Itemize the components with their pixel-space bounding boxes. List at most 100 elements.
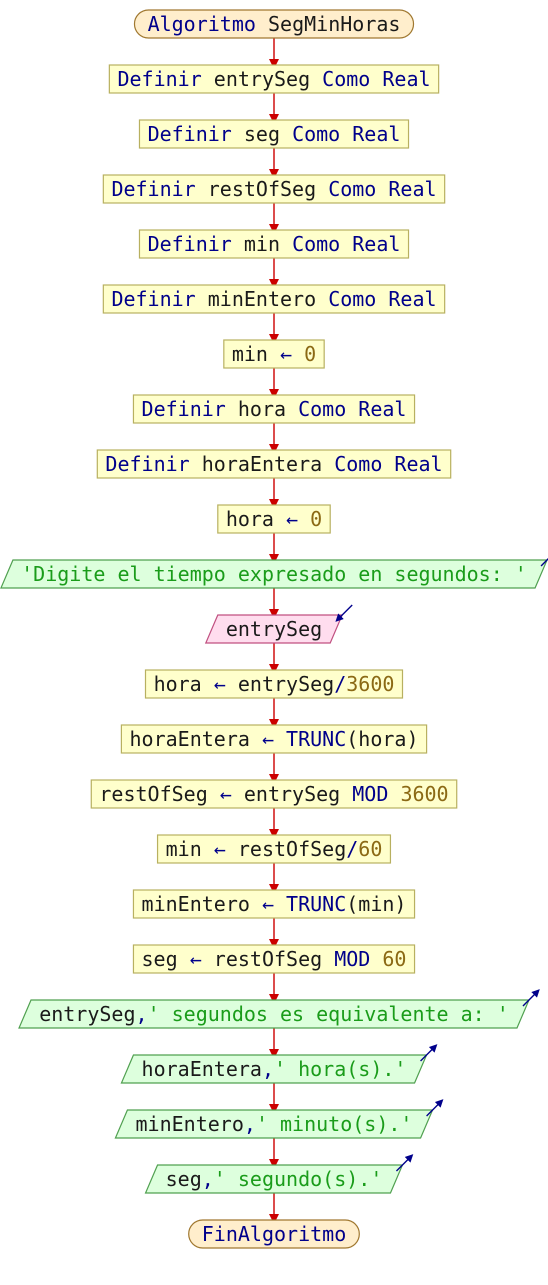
node-token: min <box>232 342 280 366</box>
node-token: ' hora(s).' <box>274 1057 406 1081</box>
node-token: hora <box>154 672 214 696</box>
flow-node-process: Definir restOfSeg Como Real <box>102 174 446 204</box>
node-token: seg <box>142 947 190 971</box>
flow-node-process: Definir min Como Real <box>138 229 410 259</box>
flow-node-process: Definir hora Como Real <box>132 394 416 424</box>
flow-node-process: hora ← 0 <box>217 504 331 534</box>
flow-node-output: minEntero,' minuto(s).' <box>114 1099 444 1139</box>
flow-node-process: hora ← entrySeg/3600 <box>144 669 404 699</box>
node-shape <box>120 724 428 754</box>
node-shape <box>144 1164 404 1194</box>
node-token: minEntero <box>208 287 328 311</box>
output-arrow-icon <box>420 1044 438 1062</box>
node-shape <box>18 999 530 1029</box>
node-token: (hora) <box>346 727 418 751</box>
node-token: SegMinHoras <box>268 12 400 36</box>
flow-node-process: restOfSeg ← entrySeg MOD 3600 <box>90 779 458 809</box>
node-label: Definir restOfSeg Como Real <box>111 177 436 201</box>
node-shape <box>90 779 458 809</box>
node-token: 60 <box>382 947 406 971</box>
node-shape <box>132 944 416 974</box>
node-token: 3600 <box>400 782 448 806</box>
node-label: FinAlgoritmo <box>202 1222 347 1246</box>
node-label: restOfSeg ← entrySeg MOD 3600 <box>99 782 448 806</box>
node-label: seg,' segundo(s).' <box>166 1167 383 1191</box>
node-label: Algoritmo SegMinHoras <box>148 12 401 36</box>
node-token: minEntero <box>136 1112 244 1136</box>
node-token: ← TRUNC <box>262 892 346 916</box>
node-token: seg <box>166 1167 202 1191</box>
node-label: horaEntera,' hora(s).' <box>142 1057 407 1081</box>
node-shape <box>204 614 344 644</box>
output-arrow-icon <box>395 1154 414 1172</box>
node-token: restOfSeg <box>214 947 334 971</box>
node-token: min <box>166 837 214 861</box>
flow-node-process: min ← 0 <box>223 339 325 369</box>
node-token: Definir <box>142 397 238 421</box>
node-label: min ← 0 <box>232 342 316 366</box>
node-token: min <box>244 232 292 256</box>
node-token: minEntero <box>142 892 262 916</box>
node-token: / <box>334 672 346 696</box>
node-token: 0 <box>310 507 322 531</box>
node-token: hora <box>226 507 286 531</box>
node-shape <box>138 229 410 259</box>
flow-node-process: seg ← restOfSeg MOD 60 <box>132 944 416 974</box>
node-shape <box>217 504 331 534</box>
node-shape <box>138 119 410 149</box>
node-token: ← <box>214 837 238 861</box>
flow-node-process: horaEntera ← TRUNC(hora) <box>120 724 428 754</box>
node-shape <box>0 559 548 589</box>
node-token: restOfSeg <box>238 837 346 861</box>
node-token: Como Real <box>298 397 406 421</box>
node-token: / <box>346 837 358 861</box>
flow-node-output: entrySeg,' segundos es equivalente a: ' <box>18 989 540 1029</box>
node-token: Definir <box>111 177 207 201</box>
node-label: hora ← entrySeg/3600 <box>154 672 395 696</box>
node-token: 3600 <box>346 672 394 696</box>
node-token: ← <box>220 782 244 806</box>
node-token: Como Real <box>292 122 400 146</box>
node-token: Definir <box>111 287 207 311</box>
node-token: entrySeg <box>214 67 322 91</box>
node-token: ' segundo(s).' <box>214 1167 383 1191</box>
flow-node-output: 'Digite el tiempo expresado en segundos:… <box>0 558 548 589</box>
flow-node-process: Definir seg Como Real <box>138 119 410 149</box>
node-token: , <box>262 1057 274 1081</box>
output-arrow-icon <box>426 1099 444 1117</box>
flow-node-process: min ← restOfSeg/60 <box>156 834 392 864</box>
node-token: restOfSeg <box>208 177 328 201</box>
node-shape <box>102 174 446 204</box>
node-token: Definir <box>148 232 244 256</box>
node-token: entrySeg <box>244 782 352 806</box>
node-token: seg <box>244 122 292 146</box>
node-token: ' segundos es equivalente a: ' <box>148 1002 509 1026</box>
node-label: entrySeg,' segundos es equivalente a: ' <box>39 1002 509 1026</box>
node-label: Definir hora Como Real <box>142 397 407 421</box>
node-shape <box>120 1054 428 1084</box>
node-token: 'Digite el tiempo expresado en segundos:… <box>21 562 527 586</box>
node-token: , <box>244 1112 256 1136</box>
node-token: Como Real <box>328 177 436 201</box>
node-label: Definir min Como Real <box>148 232 401 256</box>
node-label: entrySeg <box>226 617 322 641</box>
node-token: restOfSeg <box>99 782 219 806</box>
node-label: seg ← restOfSeg MOD 60 <box>142 947 407 971</box>
node-label: hora ← 0 <box>226 507 322 531</box>
node-label: 'Digite el tiempo expresado en segundos:… <box>21 562 527 586</box>
flow-node-terminal: Algoritmo SegMinHoras <box>133 9 415 39</box>
flow-node-process: Definir entrySeg Como Real <box>108 64 440 94</box>
node-shape <box>144 669 404 699</box>
node-label: minEntero ← TRUNC(min) <box>142 892 407 916</box>
node-shape <box>114 1109 434 1139</box>
node-token: ← <box>214 672 238 696</box>
flow-node-input: entrySeg <box>204 604 353 644</box>
node-token: horaEntera <box>142 1057 262 1081</box>
node-token: Definir <box>105 452 201 476</box>
node-token: Algoritmo <box>148 12 268 36</box>
node-token: hora <box>238 397 298 421</box>
node-token: MOD <box>352 782 400 806</box>
node-shape <box>96 449 452 479</box>
node-label: min ← restOfSeg/60 <box>166 837 383 861</box>
